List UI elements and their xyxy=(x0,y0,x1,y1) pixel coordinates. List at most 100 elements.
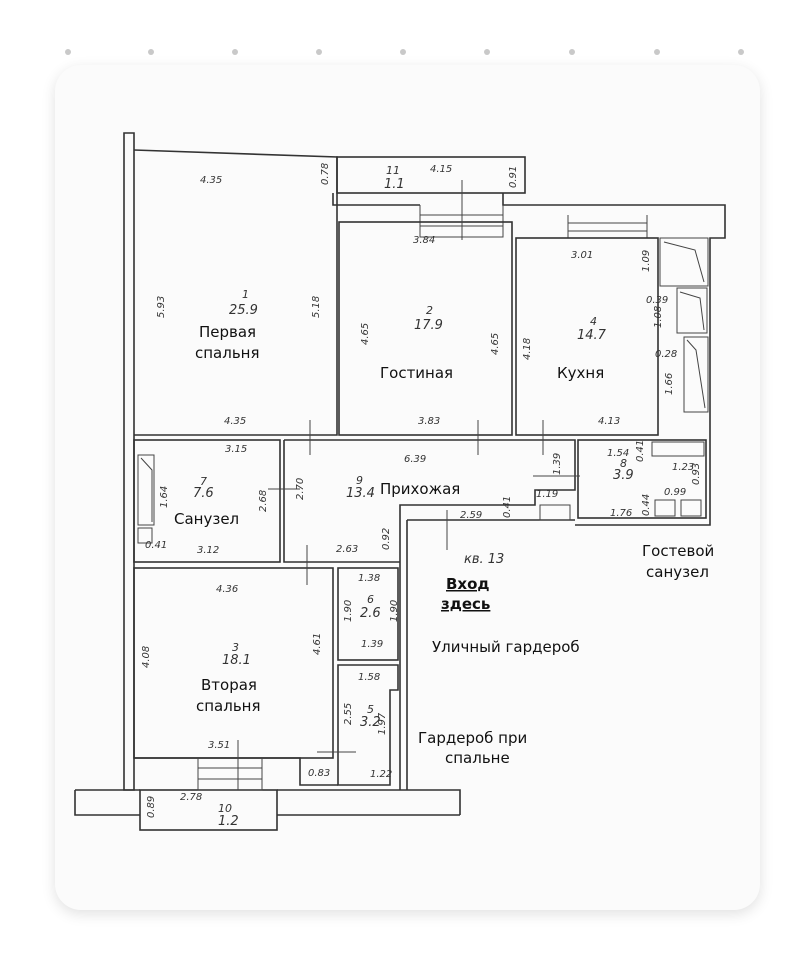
room-area: 1.1 xyxy=(384,177,405,192)
dim: 1.38 xyxy=(358,573,380,584)
room-label: Первая xyxy=(199,323,256,341)
room-label: Гостевой xyxy=(642,542,714,560)
dim: 1.90 xyxy=(389,600,400,622)
dim: 2.55 xyxy=(343,703,354,725)
dim: 0.41 xyxy=(502,496,513,518)
dim: 1.23 xyxy=(672,462,694,473)
room-area: 3.9 xyxy=(613,468,634,483)
dim: 2.78 xyxy=(180,792,202,803)
room-label: Гардероб при xyxy=(418,729,527,747)
dim: 3.84 xyxy=(413,235,435,246)
dim: 1.54 xyxy=(607,448,629,459)
dim: 2.70 xyxy=(295,478,306,500)
room-label: спальня xyxy=(196,697,261,715)
room-label: спальне xyxy=(445,749,510,767)
walls xyxy=(74,132,726,831)
decor-dot xyxy=(569,49,575,55)
dim: 1.58 xyxy=(358,672,380,683)
dim: 0.91 xyxy=(508,166,519,188)
room-label: Вторая xyxy=(201,676,257,694)
dim: 1.22 xyxy=(370,769,392,780)
decor-dot xyxy=(316,49,322,55)
room-label: Уличный гардероб xyxy=(432,638,580,656)
room-number: 1 xyxy=(242,288,249,301)
room-label: Санузел xyxy=(174,510,239,528)
dim: 2.68 xyxy=(258,490,269,512)
dim: 0.89 xyxy=(146,796,157,818)
room-area: 3.2 xyxy=(360,715,381,730)
dim: 4.65 xyxy=(360,323,371,345)
dim: 3.15 xyxy=(225,444,247,455)
dim: 0.41 xyxy=(635,440,646,462)
dim: 4.61 xyxy=(312,633,323,655)
decor-dot xyxy=(148,49,154,55)
room-number: 2 xyxy=(426,304,433,317)
dim: 3.83 xyxy=(418,416,440,427)
room-number: 10 xyxy=(218,802,232,815)
decor-dot xyxy=(484,49,490,55)
dim: 0.99 xyxy=(664,487,686,498)
room-area: 7.6 xyxy=(193,486,214,501)
room-number: 9 xyxy=(356,474,363,487)
room-area: 25.9 xyxy=(229,303,258,318)
room-number: 5 xyxy=(367,703,374,716)
entrance-label: здесь xyxy=(441,595,490,613)
room-area: 18.1 xyxy=(222,653,251,668)
dim: 3.12 xyxy=(197,545,219,556)
room-area: 13.4 xyxy=(346,486,375,501)
room-number: 8 xyxy=(620,457,627,470)
dim: 4.65 xyxy=(490,333,501,355)
room-area: 14.7 xyxy=(577,328,607,343)
dim: 1.76 xyxy=(610,508,632,519)
dim: 1.90 xyxy=(343,600,354,622)
room-label: Прихожая xyxy=(380,480,460,498)
room-number: 6 xyxy=(367,593,374,606)
room-number: 7 xyxy=(200,475,207,488)
room-label: Гостиная xyxy=(380,364,453,382)
dim: 4.35 xyxy=(200,175,222,186)
dim: 2.59 xyxy=(460,510,482,521)
dim: 4.36 xyxy=(216,584,238,595)
room-label: спальня xyxy=(195,344,260,362)
dim: 1.39 xyxy=(552,453,563,475)
dim: 0.93 xyxy=(691,463,702,485)
decor-dot xyxy=(65,49,71,55)
entrance-label: Вход xyxy=(446,575,490,593)
room-label: санузел xyxy=(646,563,709,581)
dim: 0.78 xyxy=(320,163,331,185)
room-number: 4 xyxy=(590,315,597,328)
decor-dot xyxy=(738,49,744,55)
decor-dot xyxy=(400,49,406,55)
dim: 0.39 xyxy=(646,295,668,306)
dim: 1.66 xyxy=(664,373,675,395)
dim: 0.44 xyxy=(641,494,652,516)
dim: 0.28 xyxy=(655,349,677,360)
room-area: 2.6 xyxy=(360,606,381,621)
dim: 1.64 xyxy=(159,486,170,508)
dim: 5.18 xyxy=(311,296,322,318)
dim: 2.63 xyxy=(336,544,358,555)
room-area: 1.2 xyxy=(218,814,239,829)
dim: 1.39 xyxy=(361,639,383,650)
room-number: 3 xyxy=(232,641,239,654)
dim: 0.92 xyxy=(381,528,392,550)
dim: 4.18 xyxy=(522,338,533,360)
decor-dot xyxy=(654,49,660,55)
dim: 5.93 xyxy=(156,296,167,318)
dim: 3.01 xyxy=(571,250,593,261)
dim: 1.19 xyxy=(536,489,558,500)
dim: 4.35 xyxy=(224,416,246,427)
dim: 0.41 xyxy=(145,540,167,551)
room-area: 17.9 xyxy=(414,318,443,333)
dim: 1.09 xyxy=(641,250,652,272)
dim: 1.97 xyxy=(377,712,388,735)
dim: 4.13 xyxy=(598,416,620,427)
dim: 0.83 xyxy=(308,768,330,779)
decor-dot xyxy=(232,49,238,55)
dim: 1.08 xyxy=(653,306,664,328)
room-number: 11 xyxy=(386,164,400,177)
dim: 4.08 xyxy=(141,646,152,668)
dim: 6.39 xyxy=(404,454,426,465)
apartment-number: кв. 13 xyxy=(464,552,504,567)
